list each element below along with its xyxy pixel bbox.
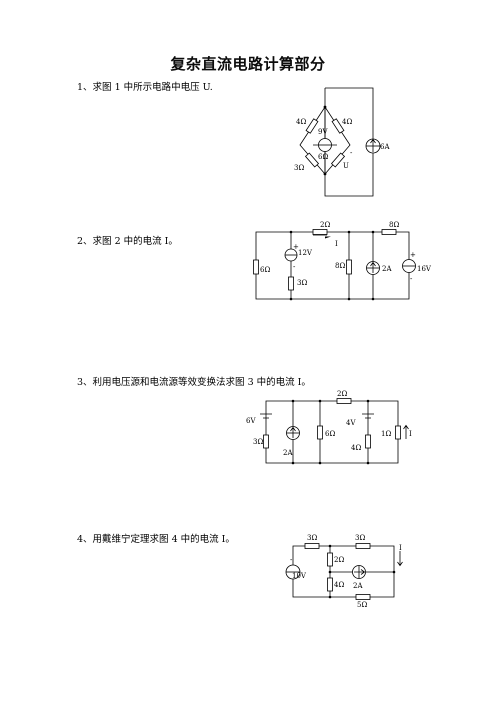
r-top2-label: 3Ω: [355, 534, 365, 542]
r-top-right-label: 4Ω: [342, 118, 352, 126]
r-3-label: 3Ω: [253, 438, 263, 446]
figure-3-circuit: 6V 3Ω 2A 6Ω 2Ω 4V 4Ω 1Ω I: [246, 390, 412, 465]
src-2a-label: 2A: [283, 449, 293, 457]
i-label: I: [409, 430, 412, 438]
src-6a-label: 6A: [380, 143, 390, 151]
question-3-text: 3、利用电压源和电流源等效变换法求图 3 中的电流 I。: [77, 377, 311, 388]
src-9v-label: 9V: [318, 128, 328, 136]
figure-2-circuit: 2Ω 8Ω I 12V 6Ω 3Ω 8Ω 2A 16V + - + -: [253, 221, 432, 301]
src-12v-label: 12V: [298, 249, 313, 257]
figure-4-circuit: 3Ω 3Ω 2Ω 10V 4Ω 2A 5Ω I -: [285, 534, 403, 609]
i-label: I: [335, 240, 338, 248]
i-label: I: [399, 544, 402, 552]
r-top2-label: 8Ω: [389, 221, 399, 229]
src-16v-label: 16V: [417, 265, 432, 273]
plus-sign-16v: +: [410, 251, 416, 259]
r-top-label: 2Ω: [337, 390, 347, 398]
question-4-text: 4、用戴维宁定理求图 4 中的电流 I。: [77, 534, 235, 545]
src-6v-label: 6V: [246, 417, 256, 425]
r-3-label: 3Ω: [297, 279, 307, 287]
minus-sign-12v: -: [293, 263, 296, 271]
minus-sign-16v: -: [410, 275, 413, 283]
r-top1-label: 2Ω: [320, 221, 330, 229]
minus-sign: -: [350, 149, 353, 157]
r-4-label: 4Ω: [351, 444, 361, 452]
r-6-label: 6Ω: [260, 266, 270, 274]
question-2-text: 2、求图 2 中的电流 I。: [77, 236, 178, 247]
minus-sign: -: [290, 556, 293, 564]
r-top-left-label: 4Ω: [296, 118, 306, 126]
src-2a-label: 2A: [382, 265, 392, 273]
r-4-label: 4Ω: [334, 581, 344, 589]
r-8-label: 8Ω: [335, 262, 345, 270]
figure-1-circuit: 4Ω 4Ω 9V 6Ω 3Ω U - 6A: [294, 87, 390, 197]
src-2a-label: 2A: [353, 582, 363, 590]
r-6-label: 6Ω: [325, 430, 335, 438]
src-10v-label: 10V: [292, 572, 307, 580]
r-1-label: 1Ω: [381, 430, 391, 438]
page-title: 复杂直流电路计算部分: [170, 55, 326, 73]
r-top1-label: 3Ω: [307, 534, 317, 542]
question-1-text: 1、求图 1 中所示电路中电压 U.: [77, 82, 213, 93]
r-5-label: 5Ω: [357, 601, 367, 609]
r-bot-left-label: 3Ω: [294, 164, 304, 172]
r-mid-label: 6Ω: [318, 153, 328, 161]
u-label: U: [343, 162, 349, 170]
r-2-label: 2Ω: [334, 556, 344, 564]
plus-sign-12v: +: [293, 243, 299, 251]
src-4v-label: 4V: [346, 419, 356, 427]
